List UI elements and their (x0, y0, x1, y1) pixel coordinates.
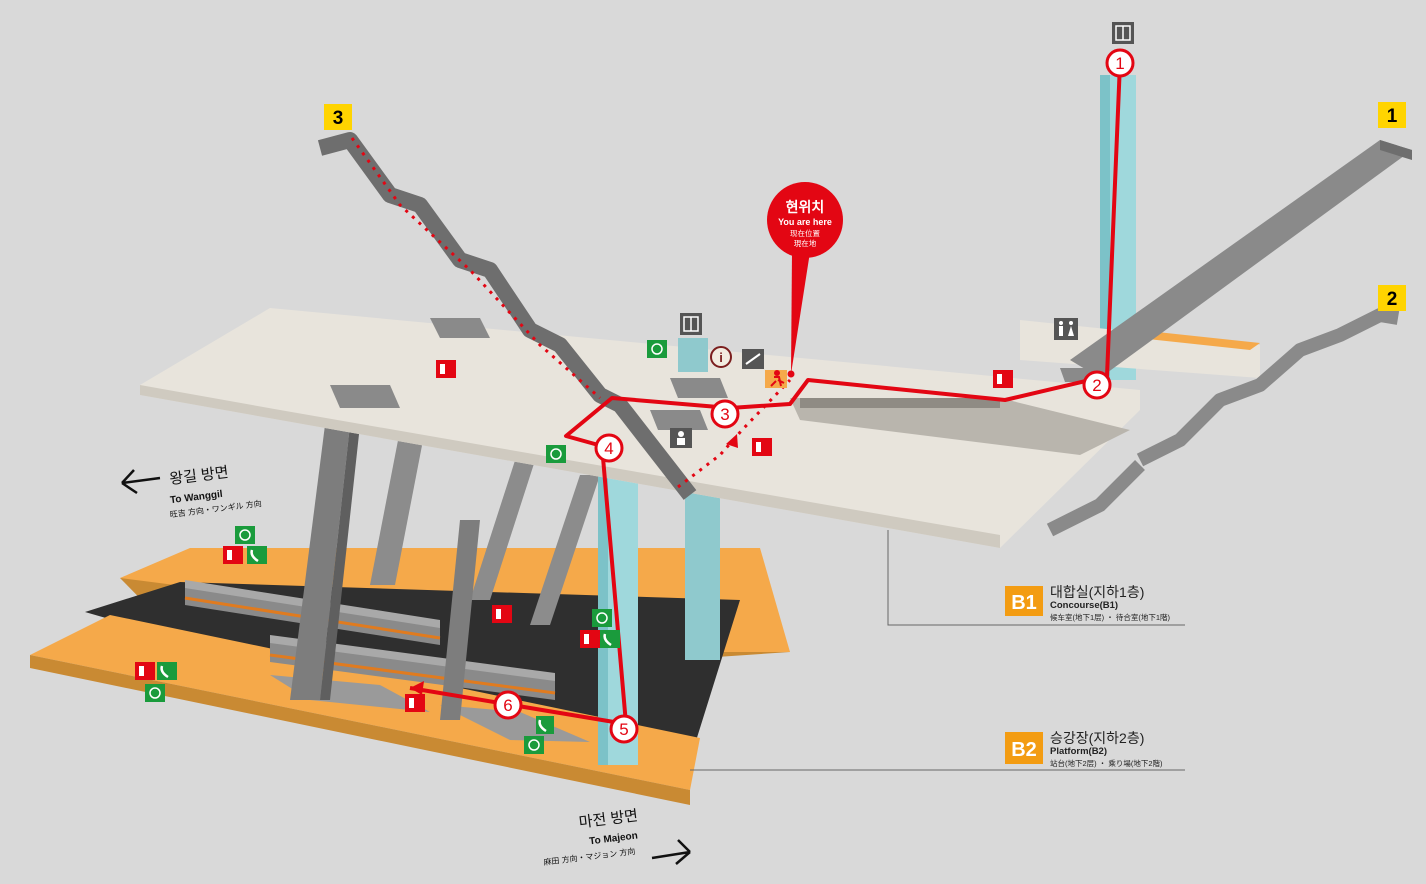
emergency-phone-icon (157, 662, 177, 680)
you-are-here-en: You are here (778, 217, 832, 227)
floor-label-b1: B1 대합실(지하1층) Concourse(B1) 候车室(地下1层) ・ 待… (887, 530, 1185, 626)
route-step-3: 3 (710, 399, 740, 429)
fire-extinguisher-icon (492, 605, 512, 623)
aed-icon (145, 684, 165, 702)
svg-text:B2: B2 (1011, 739, 1037, 761)
direction-wanggil: 왕길 방면 To Wanggil 旺吉 方向・ワンギル 方向 (121, 464, 262, 519)
direction-majeon-sub: 麻田 方向・マジョン 方向 (543, 846, 636, 867)
nursing-room-icon (670, 428, 692, 448)
route-arrowhead (410, 681, 424, 695)
svg-text:4: 4 (604, 439, 613, 458)
you-are-here-ko: 현위치 (786, 199, 825, 215)
escalator-exit-1 (1070, 140, 1412, 378)
svg-text:대합실(지하1층): 대합실(지하1층) (1050, 584, 1144, 600)
emergency-phone-icon (600, 630, 620, 648)
svg-text:2: 2 (1092, 376, 1101, 395)
route-step-2: 2 (1082, 370, 1112, 400)
aed-icon (235, 526, 255, 544)
aed-icon (524, 736, 544, 754)
stairs-exit-2 (1046, 308, 1400, 537)
fire-extinguisher-icon (436, 360, 456, 378)
fire-extinguisher-icon (752, 438, 772, 456)
fire-extinguisher-icon (405, 694, 425, 712)
exit-1-badge: 1 (1378, 102, 1406, 128)
direction-majeon: 마전 방면 To Majeon 麻田 方向・マジョン 方向 (543, 807, 691, 867)
information-icon: i (710, 346, 732, 368)
elevator-icon (680, 313, 702, 335)
svg-text:B1: B1 (1011, 592, 1037, 614)
platform-lower-side (30, 655, 690, 805)
direction-wanggil-en: To Wanggil (169, 489, 223, 506)
ticket-machine-icon (742, 349, 764, 369)
svg-text:2: 2 (1387, 289, 1398, 310)
route-step-4: 4 (594, 433, 624, 463)
svg-text:Concourse(B1): Concourse(B1) (1050, 600, 1118, 611)
direction-majeon-en: To Majeon (589, 830, 639, 847)
route-step-5: 5 (609, 714, 639, 744)
svg-text:1: 1 (1387, 106, 1398, 127)
you-are-here-marker: 현위치 You are here 现在位置 現在地 (767, 182, 843, 378)
fire-extinguisher-icon (223, 546, 243, 564)
route-step-1: 1 (1105, 48, 1135, 78)
exit-2-badge: 2 (1378, 285, 1406, 311)
stairs-exit-3 (317, 132, 697, 500)
svg-text:候车室(地下1层) ・ 待合室(地下1階): 候车室(地下1层) ・ 待合室(地下1階) (1050, 612, 1171, 622)
svg-text:i: i (719, 350, 723, 365)
emergency-phone-icon (536, 716, 554, 734)
aed-icon (592, 609, 612, 627)
exit-3-badge: 3 (324, 104, 352, 130)
svg-text:Platform(B2): Platform(B2) (1050, 746, 1107, 757)
aed-icon (546, 445, 566, 463)
svg-text:1: 1 (1115, 54, 1124, 73)
svg-text:3: 3 (333, 108, 344, 129)
concourse-void (790, 398, 1130, 455)
you-are-here-zh: 现在位置 (790, 228, 820, 238)
elevator-icon (1112, 22, 1134, 44)
svg-text:승강장(지하2층): 승강장(지하2층) (1050, 730, 1144, 746)
aed-icon (647, 340, 667, 358)
you-are-here-ja: 現在地 (794, 238, 817, 248)
direction-wanggil-ko: 왕길 방면 (169, 464, 230, 488)
svg-text:5: 5 (619, 720, 628, 739)
svg-text:6: 6 (503, 696, 512, 715)
svg-text:站台(地下2层) ・ 乘り場(地下2階): 站台(地下2层) ・ 乘り場(地下2階) (1050, 758, 1163, 768)
arrow-right-icon (651, 839, 691, 865)
floor-label-b2: B2 승강장(지하2층) Platform(B2) 站台(地下2层) ・ 乘り場… (690, 730, 1185, 771)
arrow-left-icon (121, 469, 161, 495)
escalators-to-platform (290, 425, 600, 720)
emergency-phone-icon (247, 546, 267, 564)
fire-extinguisher-icon (993, 370, 1013, 388)
direction-majeon-ko: 마전 방면 (578, 807, 639, 831)
fire-extinguisher-icon (135, 662, 155, 680)
walking-person-icon (765, 370, 787, 388)
svg-text:3: 3 (720, 405, 729, 424)
restroom-icon (1054, 318, 1078, 340)
fire-extinguisher-icon (580, 630, 600, 648)
route-step-6: 6 (493, 690, 523, 720)
